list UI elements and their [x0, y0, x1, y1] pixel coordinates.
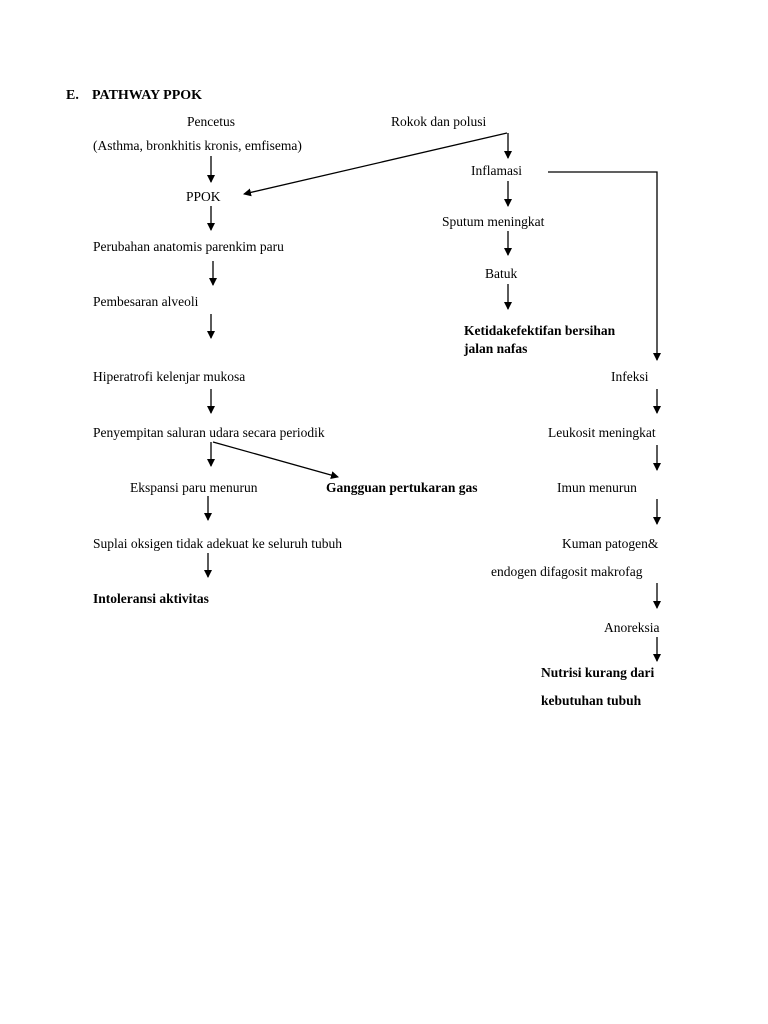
node-pencetus: Pencetus — [187, 114, 235, 129]
node-perubahan-anatomis: Perubahan anatomis parenkim paru — [93, 239, 284, 254]
node-kuman-line2: endogen difagosit makrofag — [491, 564, 643, 579]
node-imun: Imun menurun — [557, 480, 637, 495]
arrow-penyempitan-to-gangguan — [212, 441, 339, 479]
node-leukosit: Leukosit meningkat — [548, 425, 656, 440]
arrow-inflamasi-to-infeksi — [548, 171, 661, 361]
node-ketidakefektifan-line2: jalan nafas — [464, 341, 528, 356]
node-intoleransi-aktivitas: Intoleransi aktivitas — [93, 591, 209, 606]
node-infeksi: Infeksi — [611, 369, 649, 384]
node-hiperatrofi: Hiperatrofi kelenjar mukosa — [93, 369, 246, 384]
section-number: E. — [66, 88, 79, 103]
node-kuman-line1: Kuman patogen& — [562, 536, 659, 551]
node-inflamasi: Inflamasi — [471, 163, 522, 178]
node-batuk: Batuk — [485, 266, 518, 281]
node-nutrisi-line2: kebutuhan tubuh — [541, 693, 642, 708]
node-pembesaran-alveoli: Pembesaran alveoli — [93, 294, 199, 309]
node-ekspansi: Ekspansi paru menurun — [130, 480, 258, 495]
node-nutrisi-line1: Nutrisi kurang dari — [541, 665, 655, 680]
node-rokok: Rokok dan polusi — [391, 114, 487, 129]
node-suplai-oksigen: Suplai oksigen tidak adekuat ke seluruh … — [93, 536, 342, 551]
node-anoreksia: Anoreksia — [604, 620, 660, 635]
node-sputum: Sputum meningkat — [442, 214, 545, 229]
arrow-rokok-to-ppok — [243, 132, 508, 197]
node-pencetus-detail: (Asthma, bronkhitis kronis, emfisema) — [93, 138, 302, 153]
node-gangguan-pertukaran-gas: Gangguan pertukaran gas — [326, 480, 478, 495]
node-penyempitan: Penyempitan saluran udara secara periodi… — [93, 425, 325, 440]
node-ketidakefektifan-line1: Ketidakefektifan bersihan — [464, 323, 616, 338]
page-title: PATHWAY PPOK — [92, 88, 203, 103]
node-ppok: PPOK — [186, 189, 221, 204]
